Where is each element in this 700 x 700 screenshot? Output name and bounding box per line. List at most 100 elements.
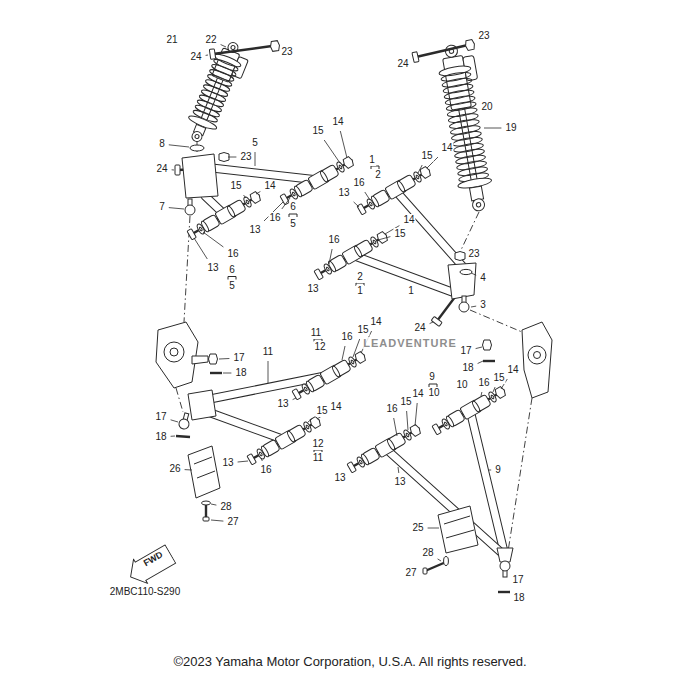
callout-number: 14 (263, 180, 276, 192)
callout-number: 10 (455, 379, 468, 391)
callout-number: 18 (234, 367, 247, 379)
leader-line (493, 387, 495, 392)
leader-line (354, 202, 359, 207)
leader-line (415, 403, 417, 426)
callout-number: 17 (511, 574, 524, 586)
leader-line (255, 152, 256, 166)
leader-line (342, 346, 345, 360)
callout-number: 28 (421, 547, 434, 559)
callout-number: 16 (340, 331, 353, 343)
callout-number: 19 (504, 122, 517, 134)
shock-bolt (209, 40, 280, 59)
leader-line (293, 398, 296, 400)
callout-number: 24 (189, 51, 202, 63)
callout-number: 13 (276, 398, 289, 410)
callout-number: 14 (440, 142, 453, 154)
callout-number: 7 (158, 201, 166, 213)
leader-line (244, 195, 247, 198)
callout-number: 13 (337, 187, 350, 199)
callout-number: 24 (396, 58, 409, 70)
assembly-line (176, 141, 532, 558)
callout-number: 13 (221, 457, 234, 469)
leader-line (478, 361, 483, 364)
callout-number: 26 (168, 463, 181, 475)
callout-number: 15 (492, 372, 505, 384)
leader-line (169, 145, 189, 147)
callout-number: 5 (289, 218, 297, 230)
leader-line (171, 420, 178, 422)
copyright-caption: ©2023 Yamaha Motor Corporation, U.S.A. A… (0, 654, 700, 670)
callout-number: 15 (356, 324, 369, 336)
callout-number: 23 (477, 30, 490, 42)
leader-line (340, 131, 347, 158)
callout-number: 13 (306, 283, 319, 295)
callout-number: 11 (310, 327, 322, 339)
callout-number: 14 (506, 364, 519, 376)
callout-number: 1 (356, 285, 364, 297)
steering-knuckle (156, 322, 552, 398)
callout-number: 24 (413, 322, 426, 334)
callout-number: 16 (352, 177, 365, 189)
callout-number: 28 (219, 501, 232, 513)
watermark: LEADVENTURE (362, 337, 458, 349)
callout-number: 12 (313, 341, 326, 353)
callout-number: 15 (399, 396, 412, 408)
callout-number: 13 (333, 472, 346, 484)
direction-arrow: FWD (122, 541, 177, 590)
callout-number: 6 (289, 201, 297, 213)
leader-line (185, 469, 192, 470)
callout-number: 13 (393, 476, 406, 488)
callout-number: 23 (239, 151, 252, 163)
leader-line (484, 128, 501, 129)
callout-number: 17 (154, 411, 167, 423)
callout-number: 17 (459, 345, 472, 357)
leader-line (256, 192, 260, 195)
callout-number: 1 (368, 154, 376, 166)
callout-number: 14 (402, 214, 415, 226)
callout-number: 10 (427, 387, 440, 399)
callout-number: 5 (251, 137, 259, 149)
callout-number: 3 (479, 299, 487, 311)
callout-number: 14 (331, 116, 344, 128)
callout-number: 1 (407, 285, 415, 297)
leader-line (398, 467, 400, 473)
callout-number: 15 (229, 180, 242, 192)
callout-number: 23 (280, 46, 293, 58)
leader-line (169, 208, 184, 209)
callout-number: 9 (428, 371, 436, 383)
callout-number: 12 (311, 438, 324, 450)
callout-number: 22 (204, 34, 217, 46)
leader-line (365, 192, 370, 200)
leader-line (268, 361, 269, 383)
leader-line (228, 157, 236, 158)
callout-number: 18 (461, 362, 474, 374)
callout-bracket (228, 166, 437, 453)
callout-number: 11 (312, 452, 324, 464)
leader-line (418, 165, 422, 173)
callout-number: 18 (512, 592, 525, 604)
callout-number: 2 (356, 271, 364, 283)
leader-line (211, 504, 216, 505)
leader-line (378, 237, 390, 240)
leader-line (407, 411, 408, 430)
callout-number: 21 (165, 34, 178, 46)
callout-number: 6 (228, 264, 236, 276)
leader-line (238, 461, 248, 462)
leader-line (203, 232, 223, 247)
leader-line (428, 528, 439, 529)
ball-joint (178, 199, 510, 577)
callout-number: 23 (467, 248, 480, 260)
callout-number: 18 (154, 431, 167, 443)
leader-line (481, 392, 483, 396)
callout-number: 24 (155, 163, 168, 175)
leader-line (329, 249, 332, 264)
part-code: 2MBC110-S290 (109, 586, 181, 598)
leader-line (471, 306, 476, 308)
callout-number: 15 (420, 150, 433, 162)
leader-line (430, 322, 433, 324)
a-arm (182, 154, 513, 562)
callout-number: 16 (327, 234, 340, 246)
